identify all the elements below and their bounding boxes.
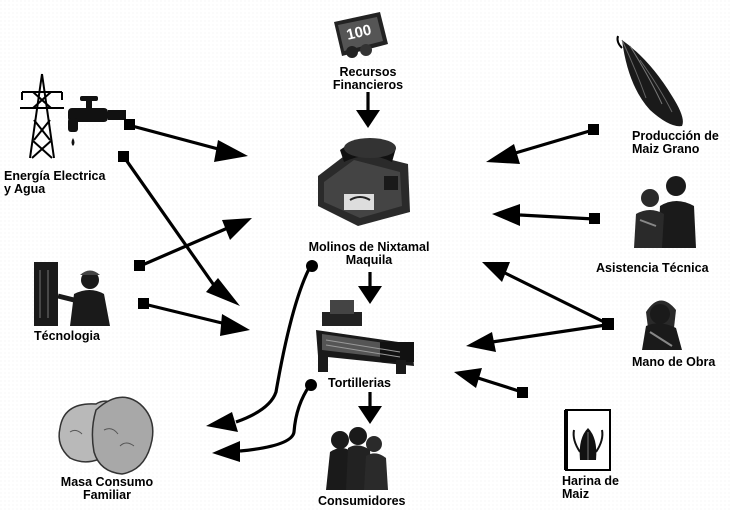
label-harina-line2: Maiz <box>562 487 590 501</box>
marker-square <box>138 298 149 309</box>
marker-square <box>134 260 145 271</box>
consumers-group-icon <box>326 427 388 490</box>
marker-square <box>602 318 614 330</box>
label-mano-obra: Mano de Obra <box>632 355 716 369</box>
banknote-money-icon: 100 <box>334 12 388 58</box>
arrowhead <box>356 110 380 128</box>
label-masa-line2: Familiar <box>83 488 131 502</box>
connector-tecnologia-tortillerias <box>143 302 227 326</box>
connector-lines <box>122 92 607 453</box>
arrowhead <box>454 368 482 388</box>
label-molinos: Molinos de Nixtamal Maquila <box>290 241 448 267</box>
label-produccion: Producción de Maiz Grano <box>632 130 719 156</box>
marker-square <box>124 119 135 130</box>
connector-energia-tortillerias <box>122 156 220 292</box>
connector-harina-tortillerias <box>477 376 523 394</box>
connector-arrowheads <box>206 110 520 462</box>
marker-square <box>589 213 600 224</box>
label-energia-line1: Energía Electrica <box>4 169 106 183</box>
arrowhead <box>212 441 240 462</box>
arrowhead <box>492 204 520 226</box>
label-molinos-line2: Maquila <box>345 253 393 267</box>
arrowhead <box>358 406 382 424</box>
label-recursos: Recursos Financieros <box>318 66 418 92</box>
label-energia: Energía Electrica y Agua <box>4 170 105 196</box>
label-molinos-line1: Molinos de Nixtamal <box>308 240 430 254</box>
marker-square <box>118 151 129 162</box>
label-tecnologia: Técnologia <box>34 329 100 343</box>
arrowhead <box>482 262 510 282</box>
label-harina-line1: Harina de <box>562 474 619 488</box>
technology-worker-icon <box>34 262 110 326</box>
label-recursos-line1: Recursos <box>339 65 397 79</box>
label-masa-line1: Masa Consumo <box>60 475 154 489</box>
arrowhead <box>222 218 252 240</box>
water-faucet-icon <box>68 96 126 146</box>
label-recursos-line2: Financieros <box>332 78 404 92</box>
label-produccion-line2: Maiz Grano <box>632 142 700 156</box>
connector-manoobra-tortillerias <box>491 323 607 344</box>
connector-asistencia-molinos <box>519 213 595 221</box>
marker-dot <box>306 260 318 272</box>
marker-square <box>517 387 528 398</box>
connector-produccion-molinos <box>511 128 594 156</box>
label-harina: Harina de Maiz <box>562 475 619 501</box>
arrowhead <box>486 144 520 164</box>
connector-tortillerias-masa <box>239 384 312 453</box>
arrowhead <box>206 412 238 432</box>
marker-square <box>588 124 599 135</box>
arrowhead <box>220 314 250 336</box>
arrowhead <box>214 140 248 162</box>
label-asistencia: Asistencia Técnica <box>596 261 709 275</box>
corn-flour-bag-icon <box>564 409 611 471</box>
banknote-value: 100 <box>345 22 373 44</box>
label-produccion-line1: Producción de <box>632 129 719 143</box>
labor-worker-icon <box>642 300 682 350</box>
label-consumidores: Consumidores <box>318 494 406 508</box>
dough-masa-icon <box>58 396 154 475</box>
connector-energia-molinos <box>131 124 223 152</box>
marker-dot <box>305 379 317 391</box>
connector-molinos-masa <box>235 264 313 424</box>
connector-manoobra-molinos <box>504 271 607 325</box>
arrowhead <box>466 332 496 352</box>
arrowhead <box>206 278 240 306</box>
nixtamal-mill-icon <box>318 138 410 226</box>
corn-cob-icon <box>616 35 683 127</box>
tortilla-machine-icon <box>316 300 414 374</box>
power-tower-icon <box>20 73 64 159</box>
label-tortillerias: Tortillerias <box>328 376 391 390</box>
connector-start-markers <box>118 119 614 398</box>
technical-assistance-people-icon <box>634 176 696 248</box>
label-energia-line2: y Agua <box>4 182 46 196</box>
connector-tecnologia-molinos <box>139 225 231 268</box>
arrowhead <box>358 286 382 304</box>
label-masa: Masa Consumo Familiar <box>42 476 172 502</box>
